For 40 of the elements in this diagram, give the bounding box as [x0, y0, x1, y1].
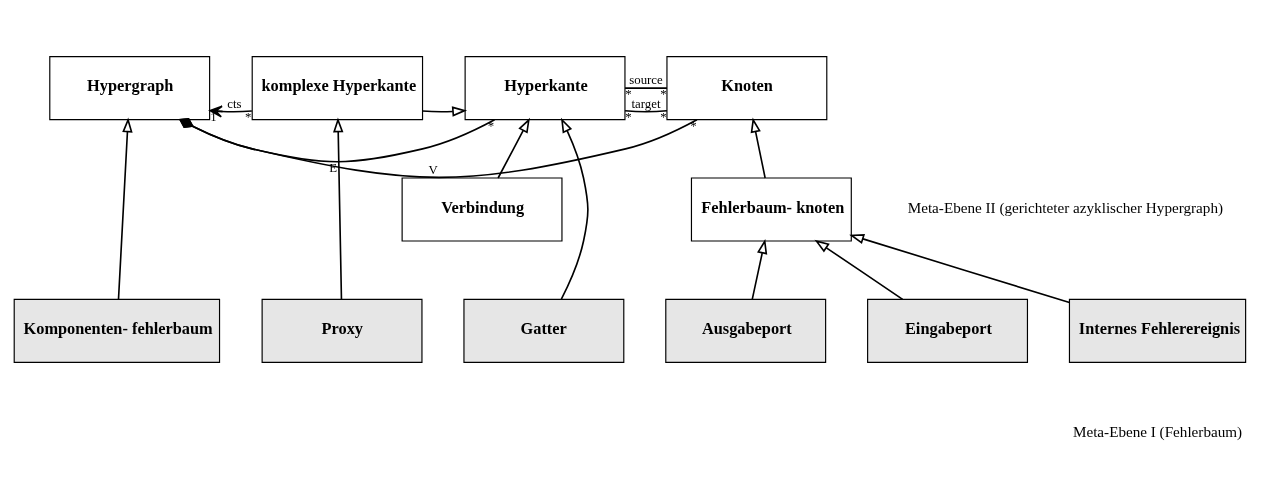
- arrow: [814, 239, 904, 300]
- node-box: Verbindung: [401, 176, 563, 242]
- arrow: [117, 116, 133, 300]
- label: Meta-Ebene I (Fehlerbaum): [1072, 422, 1243, 440]
- connector: [178, 117, 698, 178]
- connector: [624, 109, 668, 113]
- edge-label: target: [631, 96, 661, 111]
- node-box: Gatter: [463, 298, 625, 363]
- edge-label: source: [629, 72, 663, 87]
- arrow: [751, 238, 768, 300]
- node-box: Knoten: [666, 55, 828, 120]
- label: *: [245, 109, 252, 124]
- label: *: [625, 109, 632, 124]
- node-box: Eingabeport: [867, 298, 1029, 363]
- label: *: [690, 118, 697, 133]
- node-box: Komponenten- fehlerbaum: [13, 298, 221, 363]
- edge-label: V: [428, 162, 438, 177]
- edge-label: cts: [227, 96, 242, 111]
- label: *: [660, 86, 667, 101]
- node-box: Internes Fehlerereignis: [1068, 298, 1247, 363]
- arrow: [560, 117, 589, 300]
- label: *: [625, 86, 632, 101]
- node-box: Proxy: [261, 298, 423, 363]
- arrow: [209, 104, 253, 118]
- connector: [624, 86, 668, 89]
- node-box: Fehlerbaum- knoten: [690, 176, 852, 242]
- node-box: Ausgabeport: [665, 298, 827, 363]
- node-box: komplexe Hyperkante: [251, 55, 424, 120]
- label: *: [487, 118, 495, 133]
- arrow: [849, 233, 1071, 303]
- label: *: [660, 109, 667, 124]
- label: Meta-Ebene II (gerichteter azyklischer Hypergraph): [907, 198, 1224, 216]
- node-box: Hyperkante: [464, 55, 626, 120]
- arrow: [497, 117, 530, 179]
- node-box: Hypergraph: [49, 55, 211, 120]
- label: 1: [210, 109, 217, 124]
- arrow: [750, 117, 766, 179]
- arrow: [332, 116, 344, 300]
- arrow: [421, 105, 468, 117]
- connector: [178, 117, 496, 163]
